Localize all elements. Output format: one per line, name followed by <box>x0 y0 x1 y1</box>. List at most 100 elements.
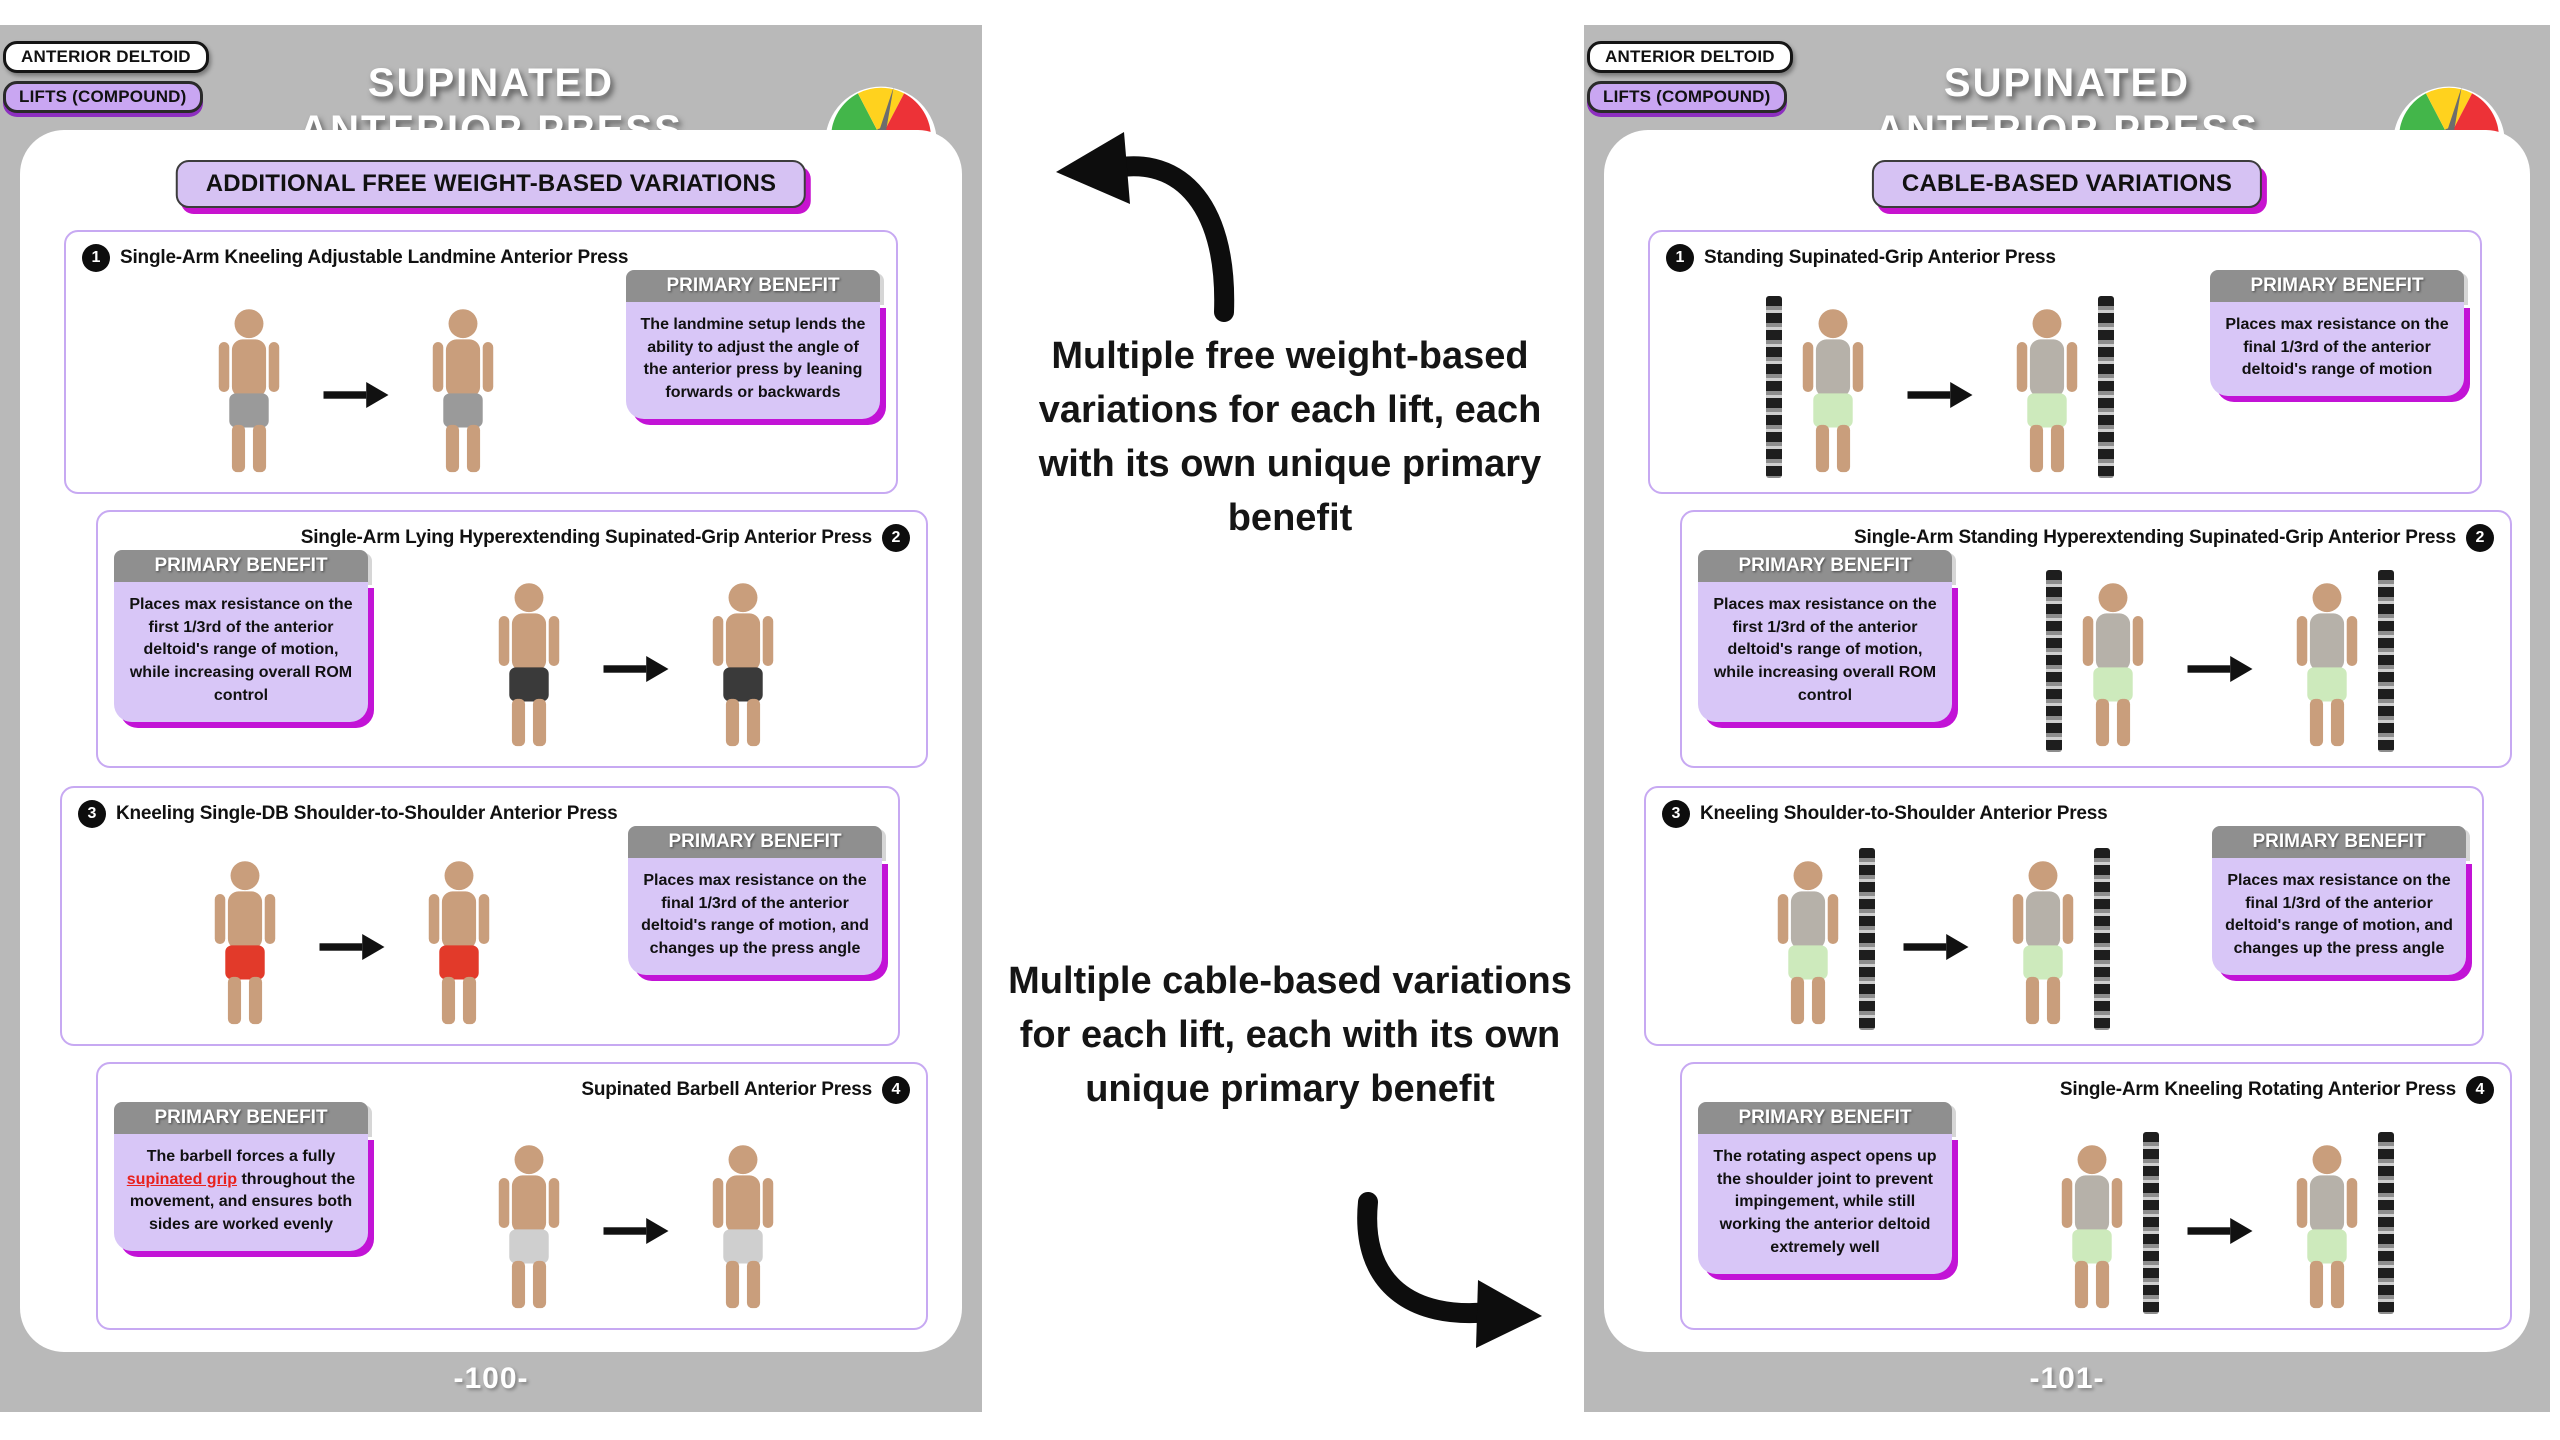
exercise-photos <box>376 580 896 752</box>
primary-benefit-box: PRIMARY BENEFIT Places max resistance on… <box>114 550 368 722</box>
primary-benefit-label: PRIMARY BENEFIT <box>2210 270 2464 302</box>
category-badge: LIFTS (COMPOUND) <box>1587 81 1787 113</box>
category-badge: LIFTS (COMPOUND) <box>3 81 203 113</box>
right-arrow-icon <box>1907 382 1973 408</box>
cable-tower <box>2046 570 2062 752</box>
content-card: CABLE-BASED VARIATIONS 1 Standing Supina… <box>1604 130 2530 1352</box>
primary-benefit-label: PRIMARY BENEFIT <box>114 1102 368 1134</box>
exercise-number-badge: 2 <box>882 524 910 552</box>
person-start-figure <box>2061 1145 2123 1309</box>
muscle-badge: ANTERIOR DELTOID <box>1587 41 1793 73</box>
exercise-header: 2 Single-Arm Lying Hyperextending Supina… <box>114 524 910 552</box>
exercise-card: 1 Standing Supinated-Grip Anterior Press <box>1648 230 2482 494</box>
exercise-photos <box>1960 570 2480 752</box>
exercise-name: Kneeling Single-DB Shoulder-to-Shoulder … <box>116 803 618 824</box>
right-arrow-icon <box>323 382 389 408</box>
cable-station-figure <box>2281 570 2394 752</box>
page-title: SUPINATED ANTERIOR PRESS <box>0 60 982 154</box>
exercise-number-badge: 3 <box>78 800 106 828</box>
page-number: -101- <box>2029 1362 2105 1395</box>
person-start-figure <box>1777 861 1839 1025</box>
right-arrow-icon <box>1903 934 1969 960</box>
person-end-figure <box>432 309 494 473</box>
person-end-figure <box>2016 309 2078 473</box>
person-end-figure <box>2012 861 2074 1025</box>
exercise-photos <box>1676 848 2196 1030</box>
cable-tower <box>2094 848 2110 1030</box>
exercise-name: Single-Arm Lying Hyperextending Supinate… <box>300 527 872 548</box>
exercise-name: Supinated Barbell Anterior Press <box>581 1079 872 1100</box>
exercise-number-badge: 4 <box>882 1076 910 1104</box>
person-start-figure <box>214 861 276 1025</box>
page-number: -100- <box>453 1362 529 1395</box>
cable-tower <box>1859 848 1875 1030</box>
cable-station-figure <box>1762 848 1875 1030</box>
right-arrow-icon <box>2187 1218 2253 1244</box>
exercise-photos <box>96 306 616 478</box>
cable-station-figure <box>1997 848 2110 1030</box>
exercise-header: 1 Standing Supinated-Grip Anterior Press <box>1666 244 2464 272</box>
cable-tower <box>2378 1132 2394 1314</box>
page-title-line1: SUPINATED <box>1943 60 2191 105</box>
primary-benefit-label: PRIMARY BENEFIT <box>626 270 880 302</box>
exercise-header: 3 Kneeling Single-DB Shoulder-to-Shoulde… <box>78 800 882 828</box>
primary-benefit-label: PRIMARY BENEFIT <box>1698 1102 1952 1134</box>
primary-benefit-label: PRIMARY BENEFIT <box>2212 826 2466 858</box>
exercise-card: 1 Single-Arm Kneeling Adjustable Landmin… <box>64 230 898 494</box>
page-100: ANTERIOR DELTOID LIFTS (COMPOUND) SUPINA… <box>0 25 982 1412</box>
cable-tower <box>2098 296 2114 478</box>
primary-benefit-text: The rotating aspect opens up the shoulde… <box>1698 1134 1952 1274</box>
exercise-card: 3 Kneeling Shoulder-to-Shoulder Anterior… <box>1644 786 2484 1046</box>
person-end-figure <box>428 861 490 1025</box>
person-start-figure <box>498 1145 560 1309</box>
exercise-card: 4 Supinated Barbell Anterior Press <box>96 1062 928 1330</box>
person-end-figure <box>2296 583 2358 747</box>
primary-benefit-box: PRIMARY BENEFIT Places max resistance on… <box>2212 826 2466 975</box>
cable-tower <box>2378 570 2394 752</box>
primary-benefit-box: PRIMARY BENEFIT The landmine setup lends… <box>626 270 880 419</box>
exercise-name: Single-Arm Standing Hyperextending Supin… <box>1854 527 2456 548</box>
primary-benefit-text: The barbell forces a fully supinated gri… <box>114 1134 368 1251</box>
exercise-photos <box>1680 296 2200 478</box>
exercise-header: 1 Single-Arm Kneeling Adjustable Landmin… <box>82 244 880 272</box>
exercise-photos <box>1960 1132 2480 1314</box>
exercise-number-badge: 4 <box>2466 1076 2494 1104</box>
page-title-line1: SUPINATED <box>367 60 615 105</box>
primary-benefit-text: Places max resistance on the final 1/3rd… <box>2212 858 2466 975</box>
primary-benefit-label: PRIMARY BENEFIT <box>114 550 368 582</box>
curved-arrow-down-right-icon <box>1357 1192 1542 1348</box>
person-start-figure <box>1802 309 1864 473</box>
section-title: CABLE-BASED VARIATIONS <box>1871 160 2263 208</box>
cable-station-figure <box>2001 296 2114 478</box>
right-arrow-icon <box>319 934 385 960</box>
exercise-number-badge: 1 <box>1666 244 1694 272</box>
cable-station-figure <box>2046 570 2159 752</box>
primary-benefit-box: PRIMARY BENEFIT Places max resistance on… <box>628 826 882 975</box>
primary-benefit-box: PRIMARY BENEFIT Places max resistance on… <box>1698 550 1952 722</box>
primary-benefit-box: PRIMARY BENEFIT The rotating aspect open… <box>1698 1102 1952 1274</box>
primary-benefit-text: Places max resistance on the first 1/3rd… <box>114 582 368 722</box>
exercise-name: Standing Supinated-Grip Anterior Press <box>1704 247 2056 268</box>
person-start-figure <box>218 309 280 473</box>
cable-station-figure <box>2281 1132 2394 1314</box>
exercise-header: 2 Single-Arm Standing Hyperextending Sup… <box>1698 524 2494 552</box>
exercise-name: Single-Arm Kneeling Adjustable Landmine … <box>120 247 629 268</box>
exercise-header: 4 Supinated Barbell Anterior Press <box>114 1076 910 1104</box>
primary-benefit-box: PRIMARY BENEFIT Places max resistance on… <box>2210 270 2464 397</box>
annotation-free-weight: Multiple free weight-based variations fo… <box>1038 335 1542 539</box>
cable-station-figure <box>2046 1132 2159 1314</box>
content-card: ADDITIONAL FREE WEIGHT-BASED VARIATIONS … <box>20 130 962 1352</box>
exercise-number-badge: 2 <box>2466 524 2494 552</box>
primary-benefit-label: PRIMARY BENEFIT <box>1698 550 1952 582</box>
exercise-number-badge: 3 <box>1662 800 1690 828</box>
right-arrow-icon <box>603 656 669 682</box>
curved-arrow-up-left-icon <box>1056 132 1235 322</box>
cable-station-figure <box>1766 296 1879 478</box>
person-start-figure <box>498 583 560 747</box>
exercise-card: 3 Kneeling Single-DB Shoulder-to-Shoulde… <box>60 786 900 1046</box>
exercise-header: 3 Kneeling Shoulder-to-Shoulder Anterior… <box>1662 800 2466 828</box>
exercise-card: 4 Single-Arm Kneeling Rotating Anterior … <box>1680 1062 2512 1330</box>
exercise-photos <box>92 858 612 1030</box>
exercise-header: 4 Single-Arm Kneeling Rotating Anterior … <box>1698 1076 2494 1104</box>
exercise-card: 2 Single-Arm Lying Hyperextending Supina… <box>96 510 928 768</box>
